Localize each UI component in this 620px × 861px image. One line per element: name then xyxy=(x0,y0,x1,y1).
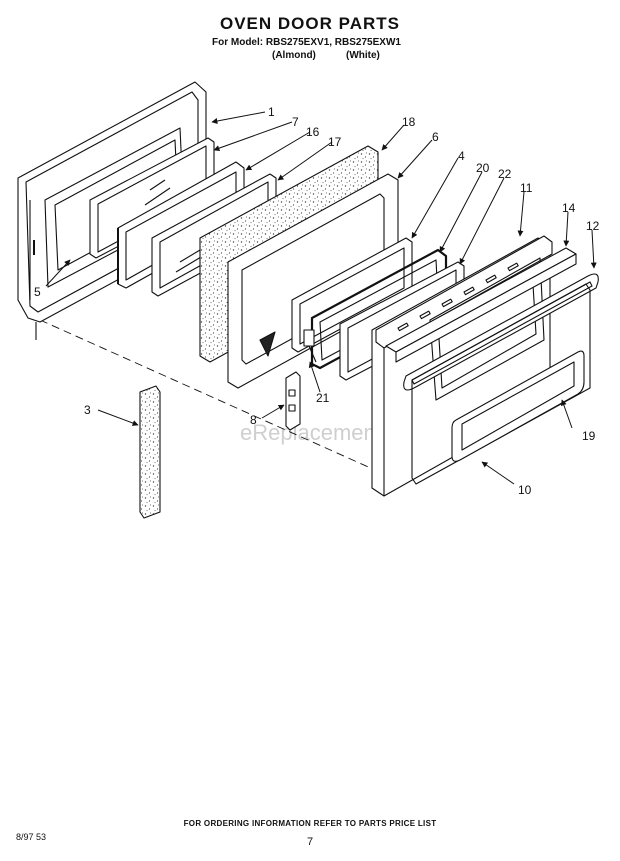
callout-3: 3 xyxy=(84,403,91,417)
callout-12: 12 xyxy=(586,219,600,233)
callout-4: 4 xyxy=(458,149,465,163)
callout-10: 10 xyxy=(518,483,532,497)
callout-1: 1 xyxy=(268,105,275,119)
variant-almond: (Almond) xyxy=(272,50,316,61)
callout-11: 11 xyxy=(520,181,533,195)
callout-19: 19 xyxy=(582,429,596,443)
callout-6: 6 xyxy=(432,130,439,144)
part-window-frame-19 xyxy=(411,283,591,485)
part-switch-21 xyxy=(303,329,317,363)
part-handle-base-14 xyxy=(385,247,577,363)
part-hinge-8 xyxy=(285,371,301,431)
document-code: 8/97 53 xyxy=(16,832,47,842)
page-number: 7 xyxy=(306,836,314,848)
page-title: OVEN DOOR PARTS xyxy=(220,14,400,33)
part-side-trim-3 xyxy=(139,385,161,519)
ordering-info: FOR ORDERING INFORMATION REFER TO PARTS … xyxy=(183,819,437,828)
callout-7: 7 xyxy=(292,115,299,129)
variant-white: (White) xyxy=(346,50,380,61)
callout-22: 22 xyxy=(498,167,512,181)
alignment-line xyxy=(39,319,376,471)
callout-16: 16 xyxy=(306,125,320,139)
callout-5: 5 xyxy=(34,285,41,299)
callout-8: 8 xyxy=(250,413,257,427)
callout-18: 18 xyxy=(402,115,416,129)
part-inner-panel-6 xyxy=(227,173,399,389)
model-line: For Model: RBS275EXV1, RBS275EXW1 xyxy=(212,37,401,48)
callout-17: 17 xyxy=(328,135,342,149)
callout-20: 20 xyxy=(476,161,490,175)
callout-14: 14 xyxy=(562,201,576,215)
callout-21: 21 xyxy=(316,391,330,405)
